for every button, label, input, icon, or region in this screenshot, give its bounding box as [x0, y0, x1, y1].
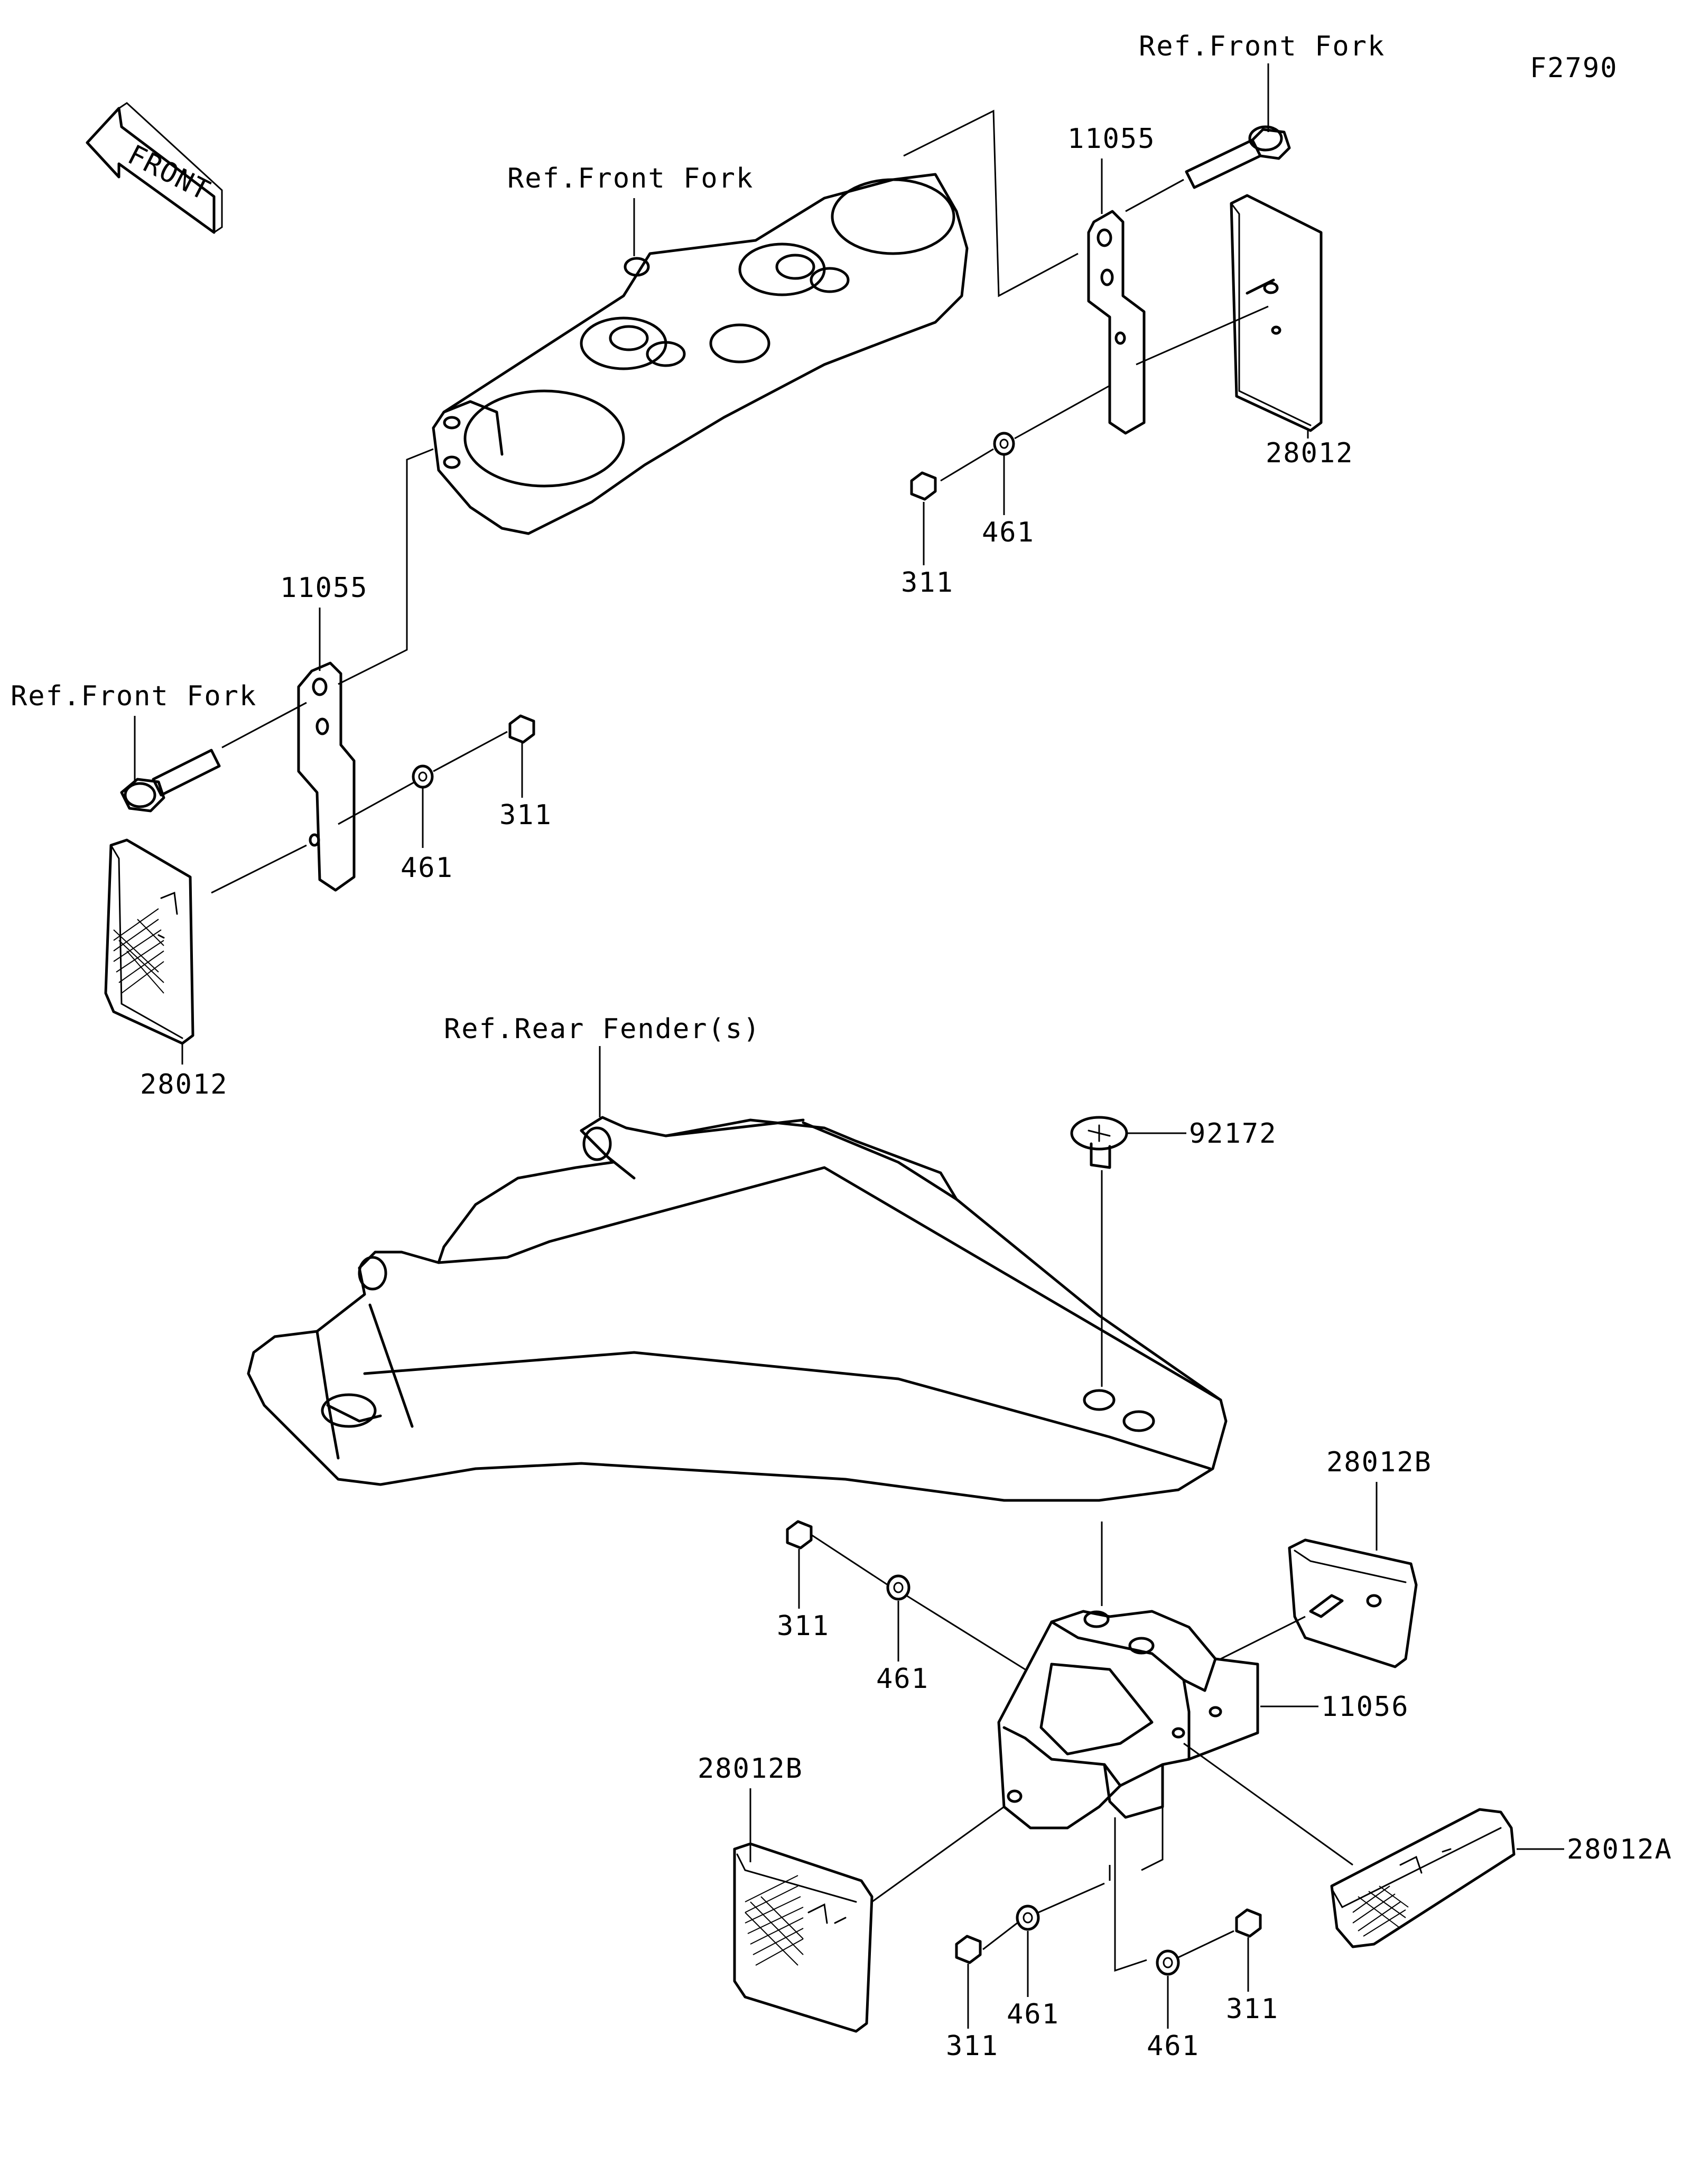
callout-311-bottom-left: 311: [946, 2030, 999, 2062]
reflector-28012-right: [1230, 194, 1323, 432]
callout-311-top: 311: [901, 567, 954, 599]
washer-461-bottom-left: [1016, 1905, 1040, 1931]
ref-front-fork-left-label: Ref.Front Fork: [11, 680, 257, 712]
reflector-28012B-left: [733, 1842, 874, 2033]
callout-461-mid: 461: [876, 1663, 929, 1695]
figure-code: F2790: [1530, 52, 1618, 84]
callout-311-bottom-right: 311: [1226, 1993, 1279, 2025]
callout-461-bottom-left: 461: [1007, 1999, 1060, 2030]
callout-28012A: 28012A: [1567, 1834, 1673, 1865]
front-arrow-label: FRONT: [123, 139, 216, 207]
callout-28012B-left: 28012B: [698, 1753, 803, 1785]
callout-28012-right: 28012: [1266, 437, 1354, 469]
bracket-11055-left: [297, 661, 356, 892]
callout-11056: 11056: [1321, 1691, 1409, 1723]
bracket-11055-right: [1087, 210, 1146, 435]
washer-461-bottom-right: [1156, 1949, 1180, 1976]
callout-11055-left: 11055: [280, 572, 368, 604]
callout-11055-right: 11055: [1067, 123, 1156, 155]
bracket-11056: [997, 1610, 1259, 1830]
reflector-28012-left: [104, 838, 194, 1045]
nut-311-mid: [786, 1520, 813, 1550]
front-arrow-icon: FRONT: [86, 102, 223, 234]
ref-front-fork-top-label: Ref.Front Fork: [1139, 31, 1385, 62]
triple-clamp: [432, 173, 969, 535]
reflector-28012A: [1330, 1808, 1516, 1948]
nut-311-left: [508, 714, 535, 744]
washer-461-top: [993, 432, 1015, 456]
bolt-left: [120, 749, 221, 813]
callout-28012-left: 28012: [140, 1069, 228, 1100]
callout-461-top: 461: [982, 517, 1035, 548]
ref-front-fork-mid-label: Ref.Front Fork: [507, 163, 754, 194]
callout-311-mid: 311: [777, 1610, 830, 1642]
callout-461-bottom-right: 461: [1147, 2030, 1200, 2062]
callout-92172: 92172: [1189, 1118, 1277, 1150]
reflector-28012B-top: [1288, 1538, 1418, 1668]
nut-311-bottom-right: [1235, 1908, 1262, 1938]
callout-28012B-top: 28012B: [1326, 1446, 1432, 1478]
nut-311-bottom-left: [955, 1935, 982, 1964]
ref-rear-fender-label: Ref.Rear Fender(s): [444, 1013, 761, 1045]
rear-fender: [247, 1116, 1228, 1502]
screw-92172: [1070, 1116, 1128, 1169]
nut-311-top: [910, 471, 937, 501]
callout-311-left: 311: [499, 799, 552, 831]
bolt-right: [1185, 125, 1291, 189]
washer-461-left: [412, 764, 434, 789]
washer-461-mid: [886, 1574, 910, 1601]
callout-461-left: 461: [401, 852, 453, 884]
